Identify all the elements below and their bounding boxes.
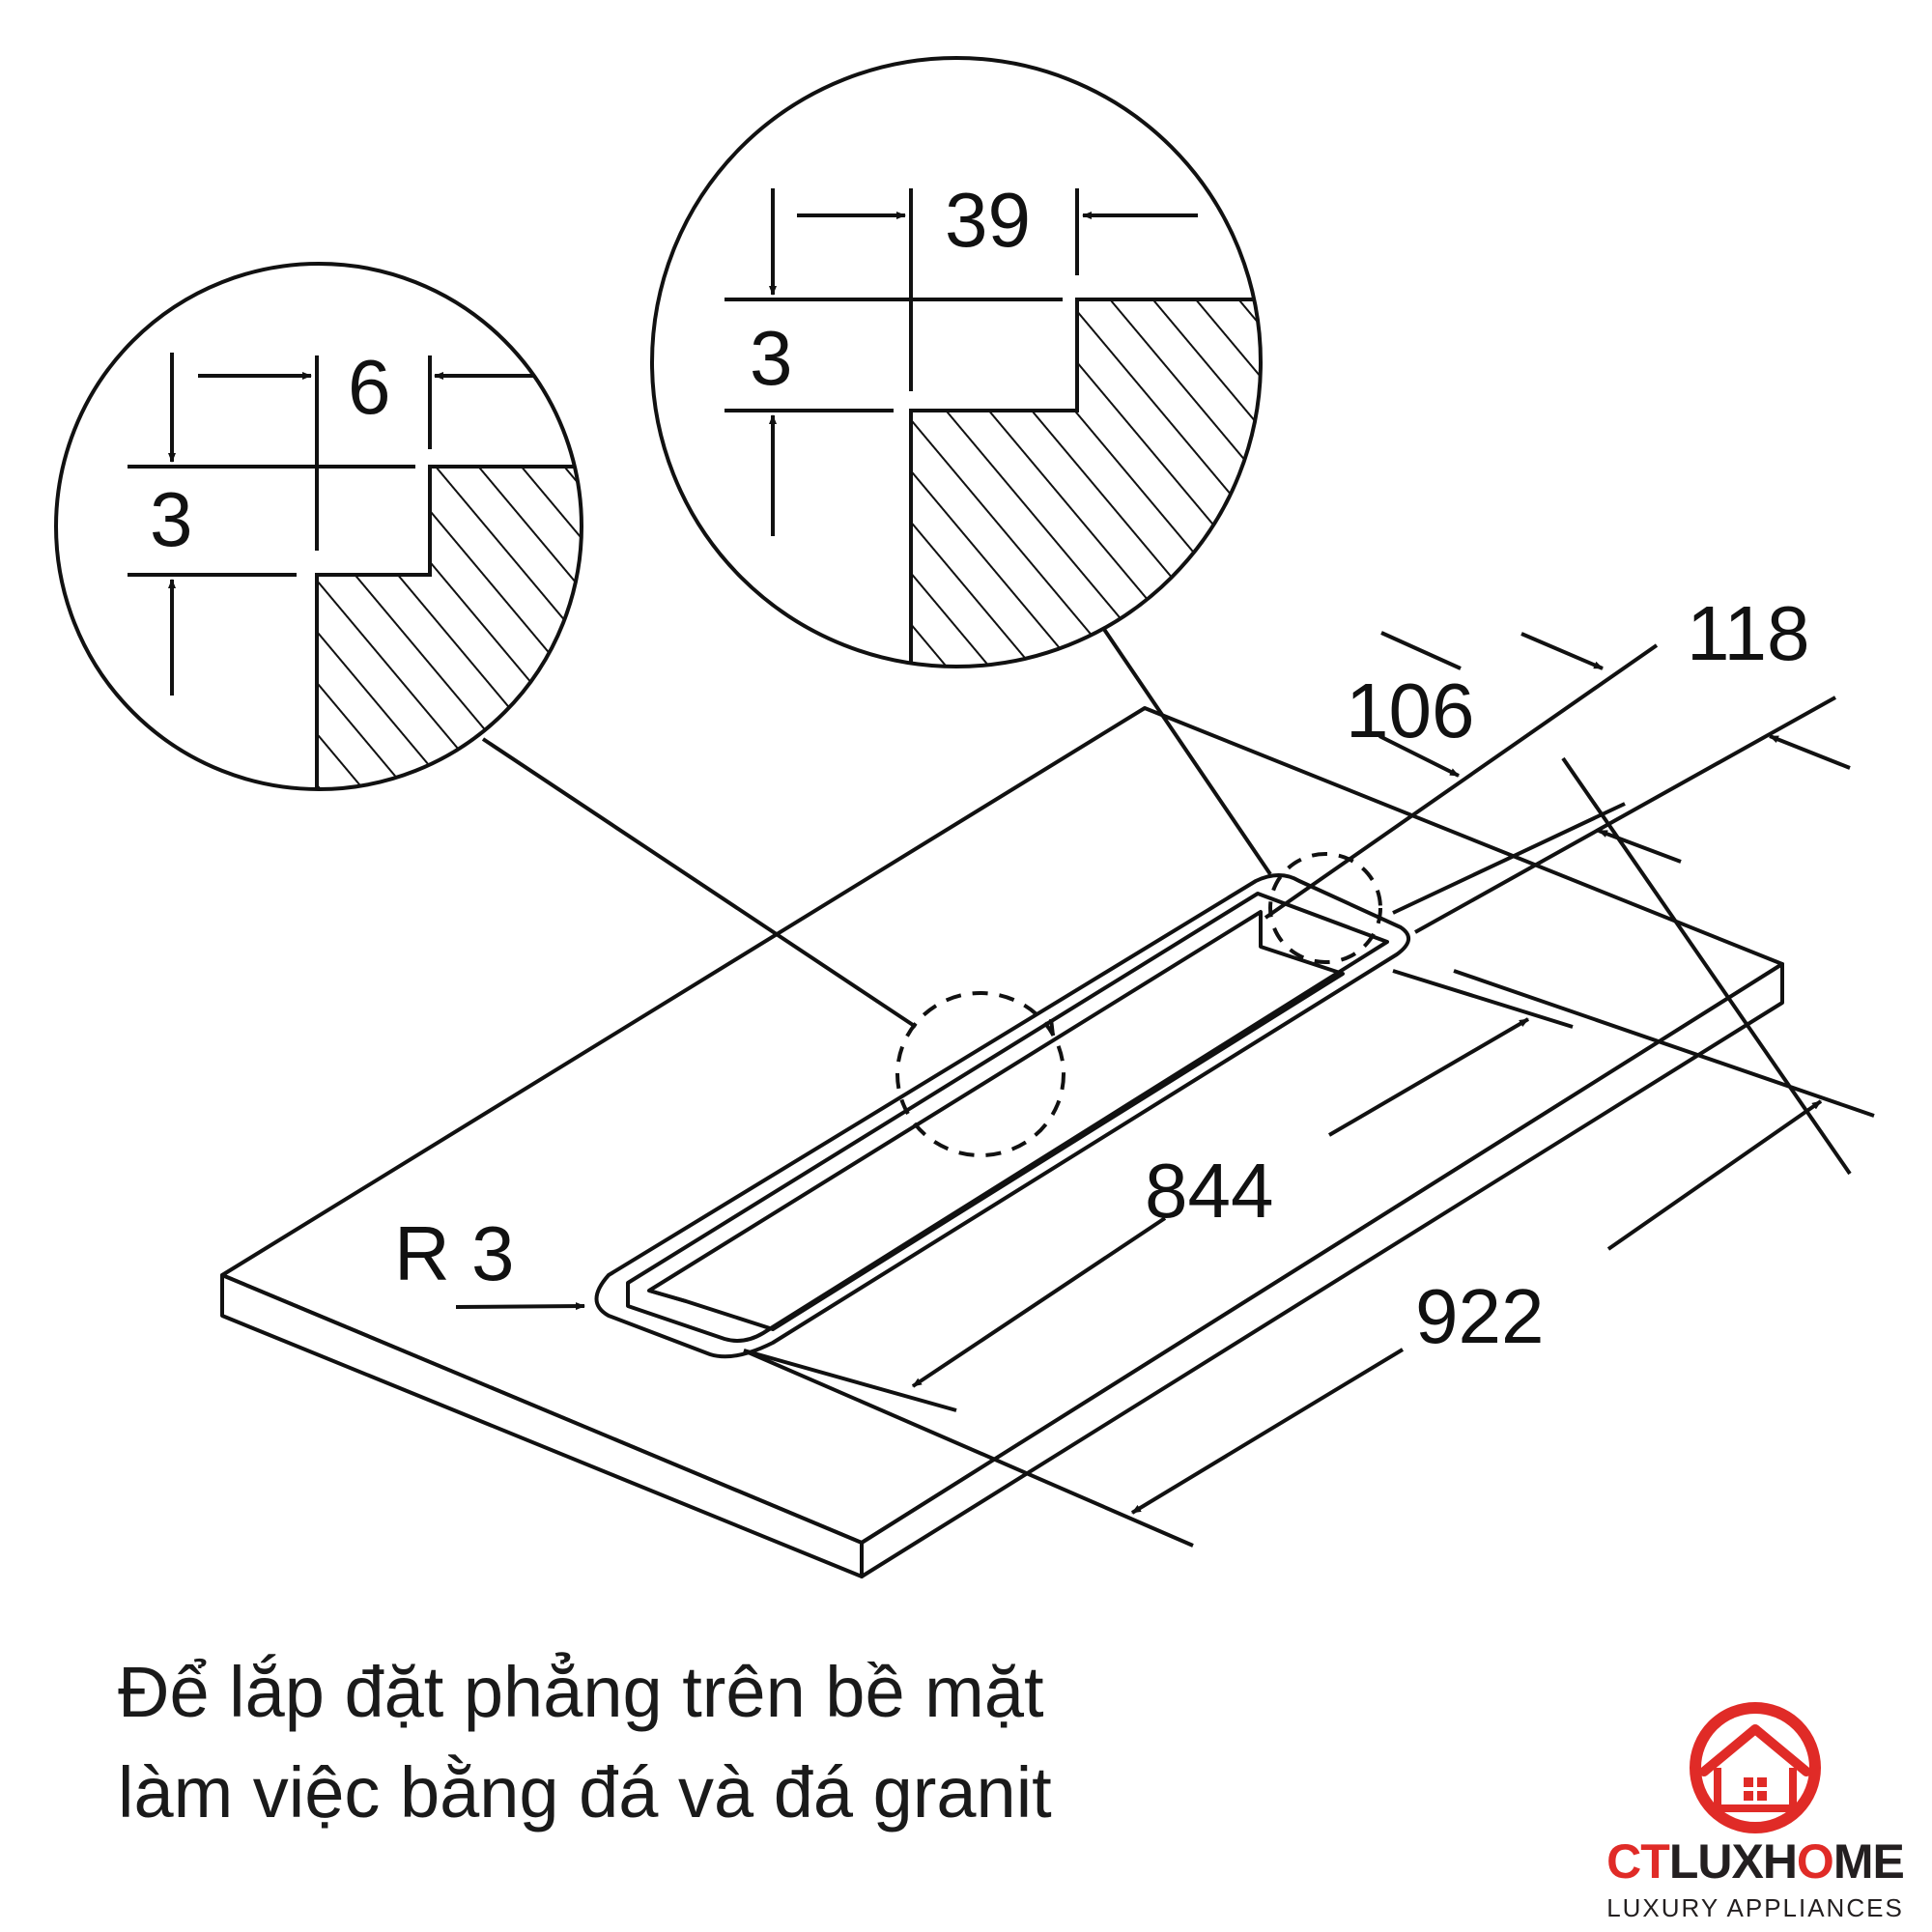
- detail-right-depth: 3: [750, 315, 793, 401]
- leader-lines: [481, 626, 1272, 1029]
- logo-tagline: LUXURY APPLIANCES: [1606, 1893, 1904, 1922]
- dashed-callout-circles: [895, 852, 1382, 1157]
- callout-circle-right: [1268, 852, 1382, 964]
- dim-corner-radius: R 3: [394, 1210, 515, 1296]
- cutout-rebate-edge: [626, 892, 1389, 1343]
- caption-line-1: Để lắp đặt phẳng trên bề mặt: [118, 1652, 1044, 1732]
- dim-inner-length: 844: [1145, 1148, 1273, 1234]
- house-icon: [1690, 1702, 1821, 1833]
- detail-magnifier-right: 39 3: [650, 56, 1263, 668]
- countertop: [220, 706, 1784, 1578]
- dim-outer-width: 118: [1687, 590, 1810, 676]
- cutout: [594, 873, 1410, 1359]
- dim-inner-width: 106: [1346, 668, 1474, 753]
- brand-logo: CTLUXHOME LUXURY APPLIANCES: [1586, 1700, 1924, 1932]
- dim-outer-length: 922: [1415, 1273, 1544, 1359]
- detail-magnifier-left: 6 3: [54, 262, 583, 791]
- caption: Để lắp đặt phẳng trên bề mặt làm việc bằ…: [118, 1642, 1470, 1843]
- logo-wordmark: CTLUXHOME: [1606, 1834, 1905, 1889]
- caption-line-2: làm việc bằng đá và đá granit: [118, 1752, 1052, 1833]
- detail-left-depth: 3: [150, 476, 193, 562]
- dimension-lines: [455, 631, 1875, 1548]
- detail-left-width: 6: [348, 344, 391, 430]
- detail-right-width: 39: [945, 177, 1031, 263]
- dimension-labels: 118 106 844 922 R 3: [394, 590, 1810, 1359]
- countertop-side-face: [860, 962, 1784, 1578]
- callout-circle-left: [895, 991, 1065, 1157]
- cutout-outer-edge: [594, 873, 1410, 1359]
